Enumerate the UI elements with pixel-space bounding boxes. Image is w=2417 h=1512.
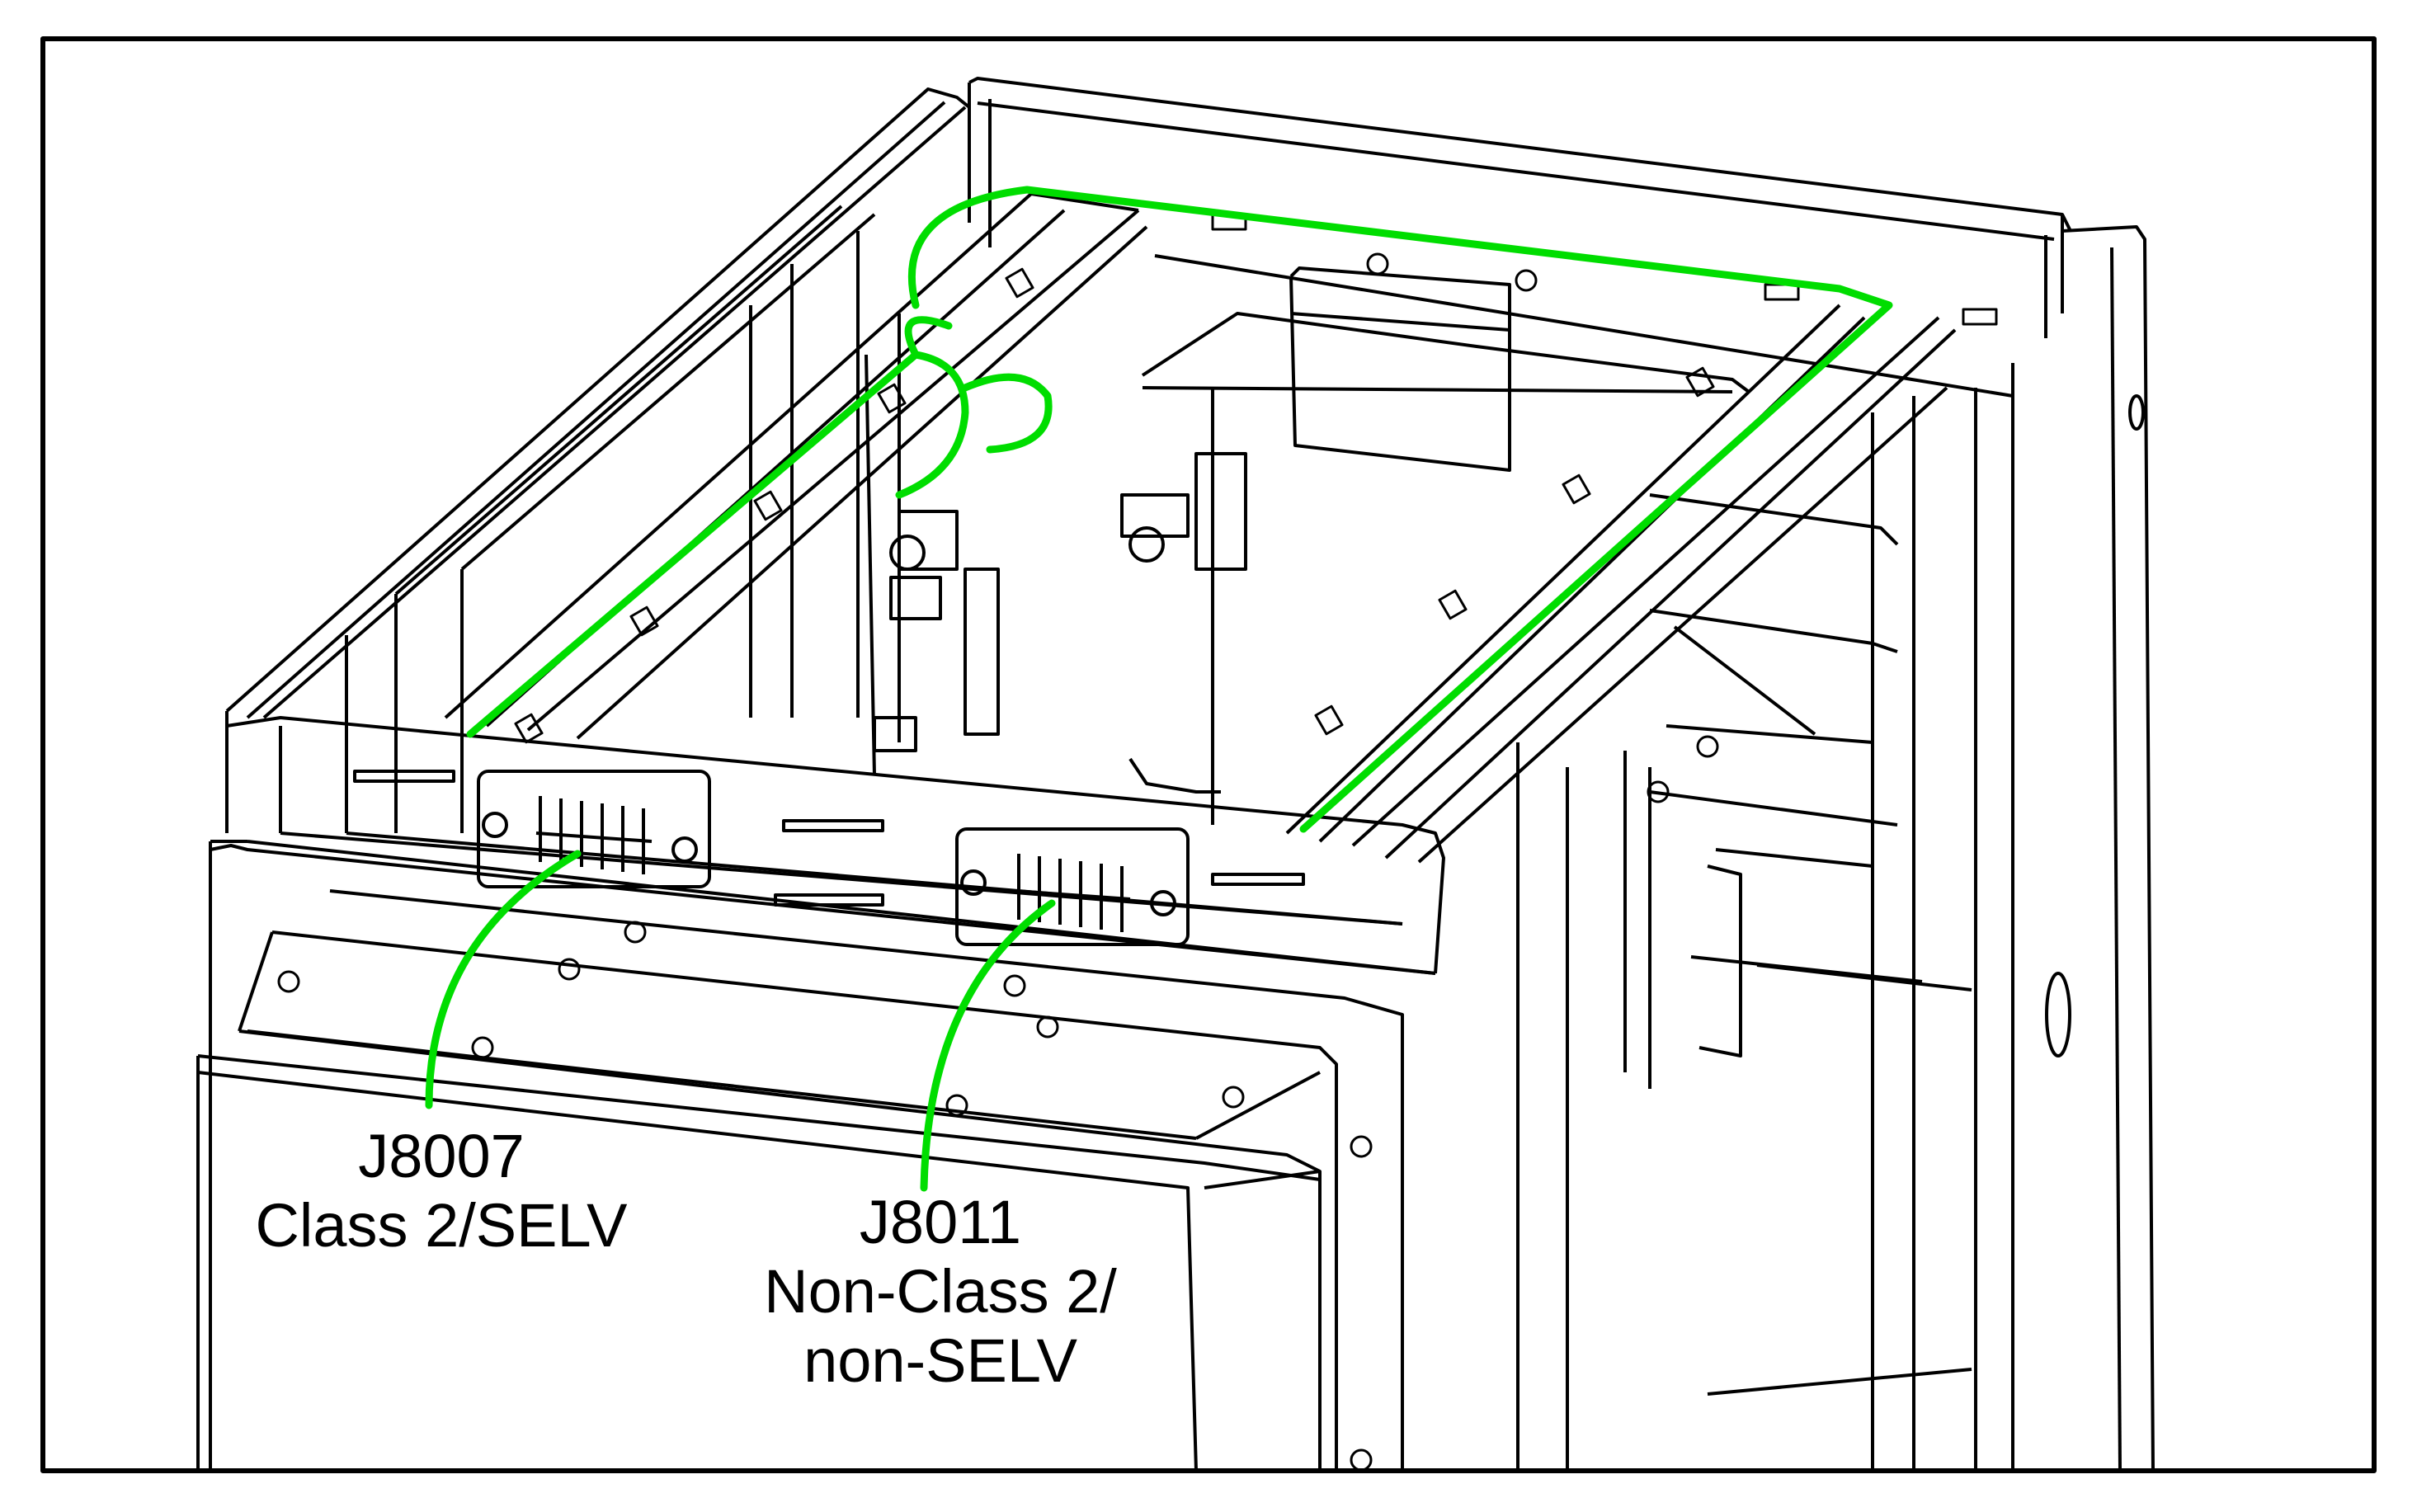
callout-j8007-desc: Class 2/SELV bbox=[255, 1191, 628, 1260]
right-rail bbox=[1285, 304, 1957, 864]
connector-j8007 bbox=[477, 770, 711, 888]
leader-j8007 bbox=[425, 850, 582, 1109]
rail-clips bbox=[514, 213, 1998, 744]
callout-j8007-id: J8007 bbox=[358, 1122, 525, 1190]
interior-components bbox=[865, 266, 1923, 1471]
fasteners bbox=[277, 252, 1719, 1472]
cable-route-top bbox=[907, 186, 1893, 833]
cable-route-loop bbox=[466, 316, 1053, 738]
leader-j8011 bbox=[920, 899, 1056, 1192]
front-top-bracket bbox=[210, 716, 1445, 975]
front-cover-plates bbox=[196, 844, 1436, 1472]
drawing-border bbox=[40, 36, 2377, 1473]
callout-j8011-id: J8011 bbox=[859, 1188, 1022, 1256]
right-side-wall bbox=[1707, 225, 2155, 1472]
callout-j8011-desc-2: non-SELV bbox=[803, 1326, 1077, 1395]
cable-routing-highlight bbox=[425, 186, 1893, 1192]
callout-j8011-desc-1: Non-Class 2/ bbox=[764, 1257, 1117, 1326]
left-side-wall bbox=[209, 87, 971, 1471]
connector-j8011 bbox=[955, 827, 1190, 946]
callout-j8007: J8007 Class 2/SELV bbox=[210, 1122, 672, 1260]
callout-j8011: J8011 Non-Class 2/ non-SELV bbox=[726, 1188, 1155, 1396]
